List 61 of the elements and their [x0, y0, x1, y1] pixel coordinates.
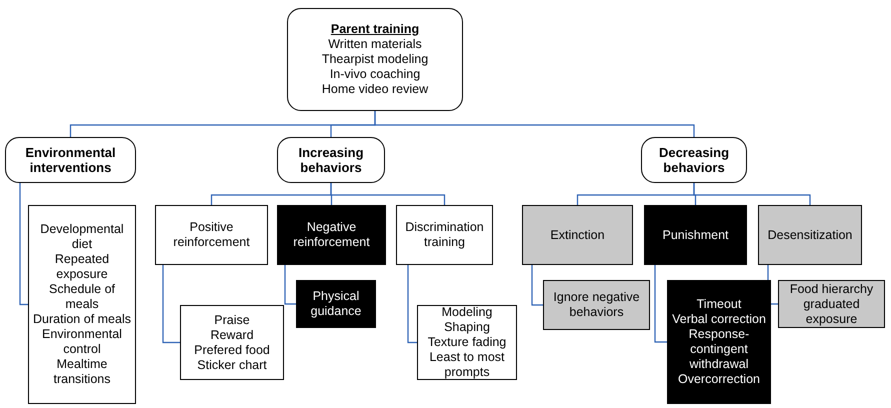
box — [296, 280, 376, 328]
box-text: Response-contingent withdrawal — [688, 327, 750, 372]
box-text: Timeout — [696, 297, 742, 312]
connector-line — [19, 183, 28, 306]
connector-line — [374, 111, 695, 137]
box-text: Sticker chart — [197, 358, 267, 372]
box-text: Modeling — [442, 305, 492, 320]
box-text: Written materials — [328, 37, 422, 52]
rounded-box — [641, 137, 747, 183]
box-text: Prefered food — [194, 342, 270, 358]
box — [155, 205, 268, 265]
box-text: Mealtime transitions — [52, 357, 112, 387]
rounded-box — [277, 137, 385, 183]
box — [396, 205, 493, 265]
box-text: Least to most prompts — [428, 350, 506, 380]
connector-line — [162, 265, 180, 344]
connector-line — [284, 265, 296, 305]
box-text: Desensitization — [768, 228, 852, 242]
connector-line — [693, 183, 811, 205]
connector-line — [330, 183, 446, 205]
box-text: Discrimination training — [404, 220, 485, 250]
box-text: Extinction — [550, 228, 605, 242]
box-text: Praise — [214, 312, 250, 328]
box-text: Increasing behaviors — [297, 145, 365, 175]
box-text: Environmental control — [41, 327, 123, 357]
box — [28, 205, 136, 404]
box-text: Verbal correction — [672, 312, 766, 327]
box-text: Texture fading — [428, 335, 506, 350]
box-text: Punishment — [662, 228, 728, 242]
box-text: Developmental diet — [39, 222, 125, 252]
box-text: Schedule of meals — [48, 282, 116, 312]
connector-line — [531, 265, 543, 306]
rounded-box — [5, 137, 136, 183]
box — [180, 305, 284, 380]
box-text: Reward — [210, 328, 254, 342]
box-text: Duration of meals — [33, 312, 131, 327]
box-text: Environmental interventions — [24, 145, 117, 175]
box — [543, 280, 650, 330]
box-text: In-vivo coaching — [330, 67, 420, 82]
rounded-box — [287, 8, 463, 111]
box — [778, 280, 885, 328]
box — [417, 305, 517, 380]
box-text: Repeated exposure — [54, 252, 110, 282]
connector-line — [407, 265, 417, 344]
box — [667, 280, 771, 404]
heading: Parent training — [330, 22, 420, 37]
box-text: Home video review — [322, 82, 428, 97]
box — [644, 205, 747, 265]
box-text: Decreasing behaviors — [658, 145, 730, 175]
box — [522, 205, 633, 265]
box-text: Food hierarchy graduated exposure — [788, 282, 874, 326]
box-text: Negative reinforcement — [292, 220, 371, 250]
connector-line — [654, 265, 667, 343]
box-text: Overcorrection — [678, 372, 760, 387]
box-text: Positive reinforcement — [172, 220, 251, 250]
box-text: Shaping — [444, 320, 490, 335]
box — [277, 205, 386, 265]
box-text: Thearpist modeling — [322, 52, 428, 67]
box-text: Ignore negative behaviors — [552, 290, 641, 320]
box — [758, 205, 862, 265]
box-text: Physical guidance — [310, 289, 362, 319]
